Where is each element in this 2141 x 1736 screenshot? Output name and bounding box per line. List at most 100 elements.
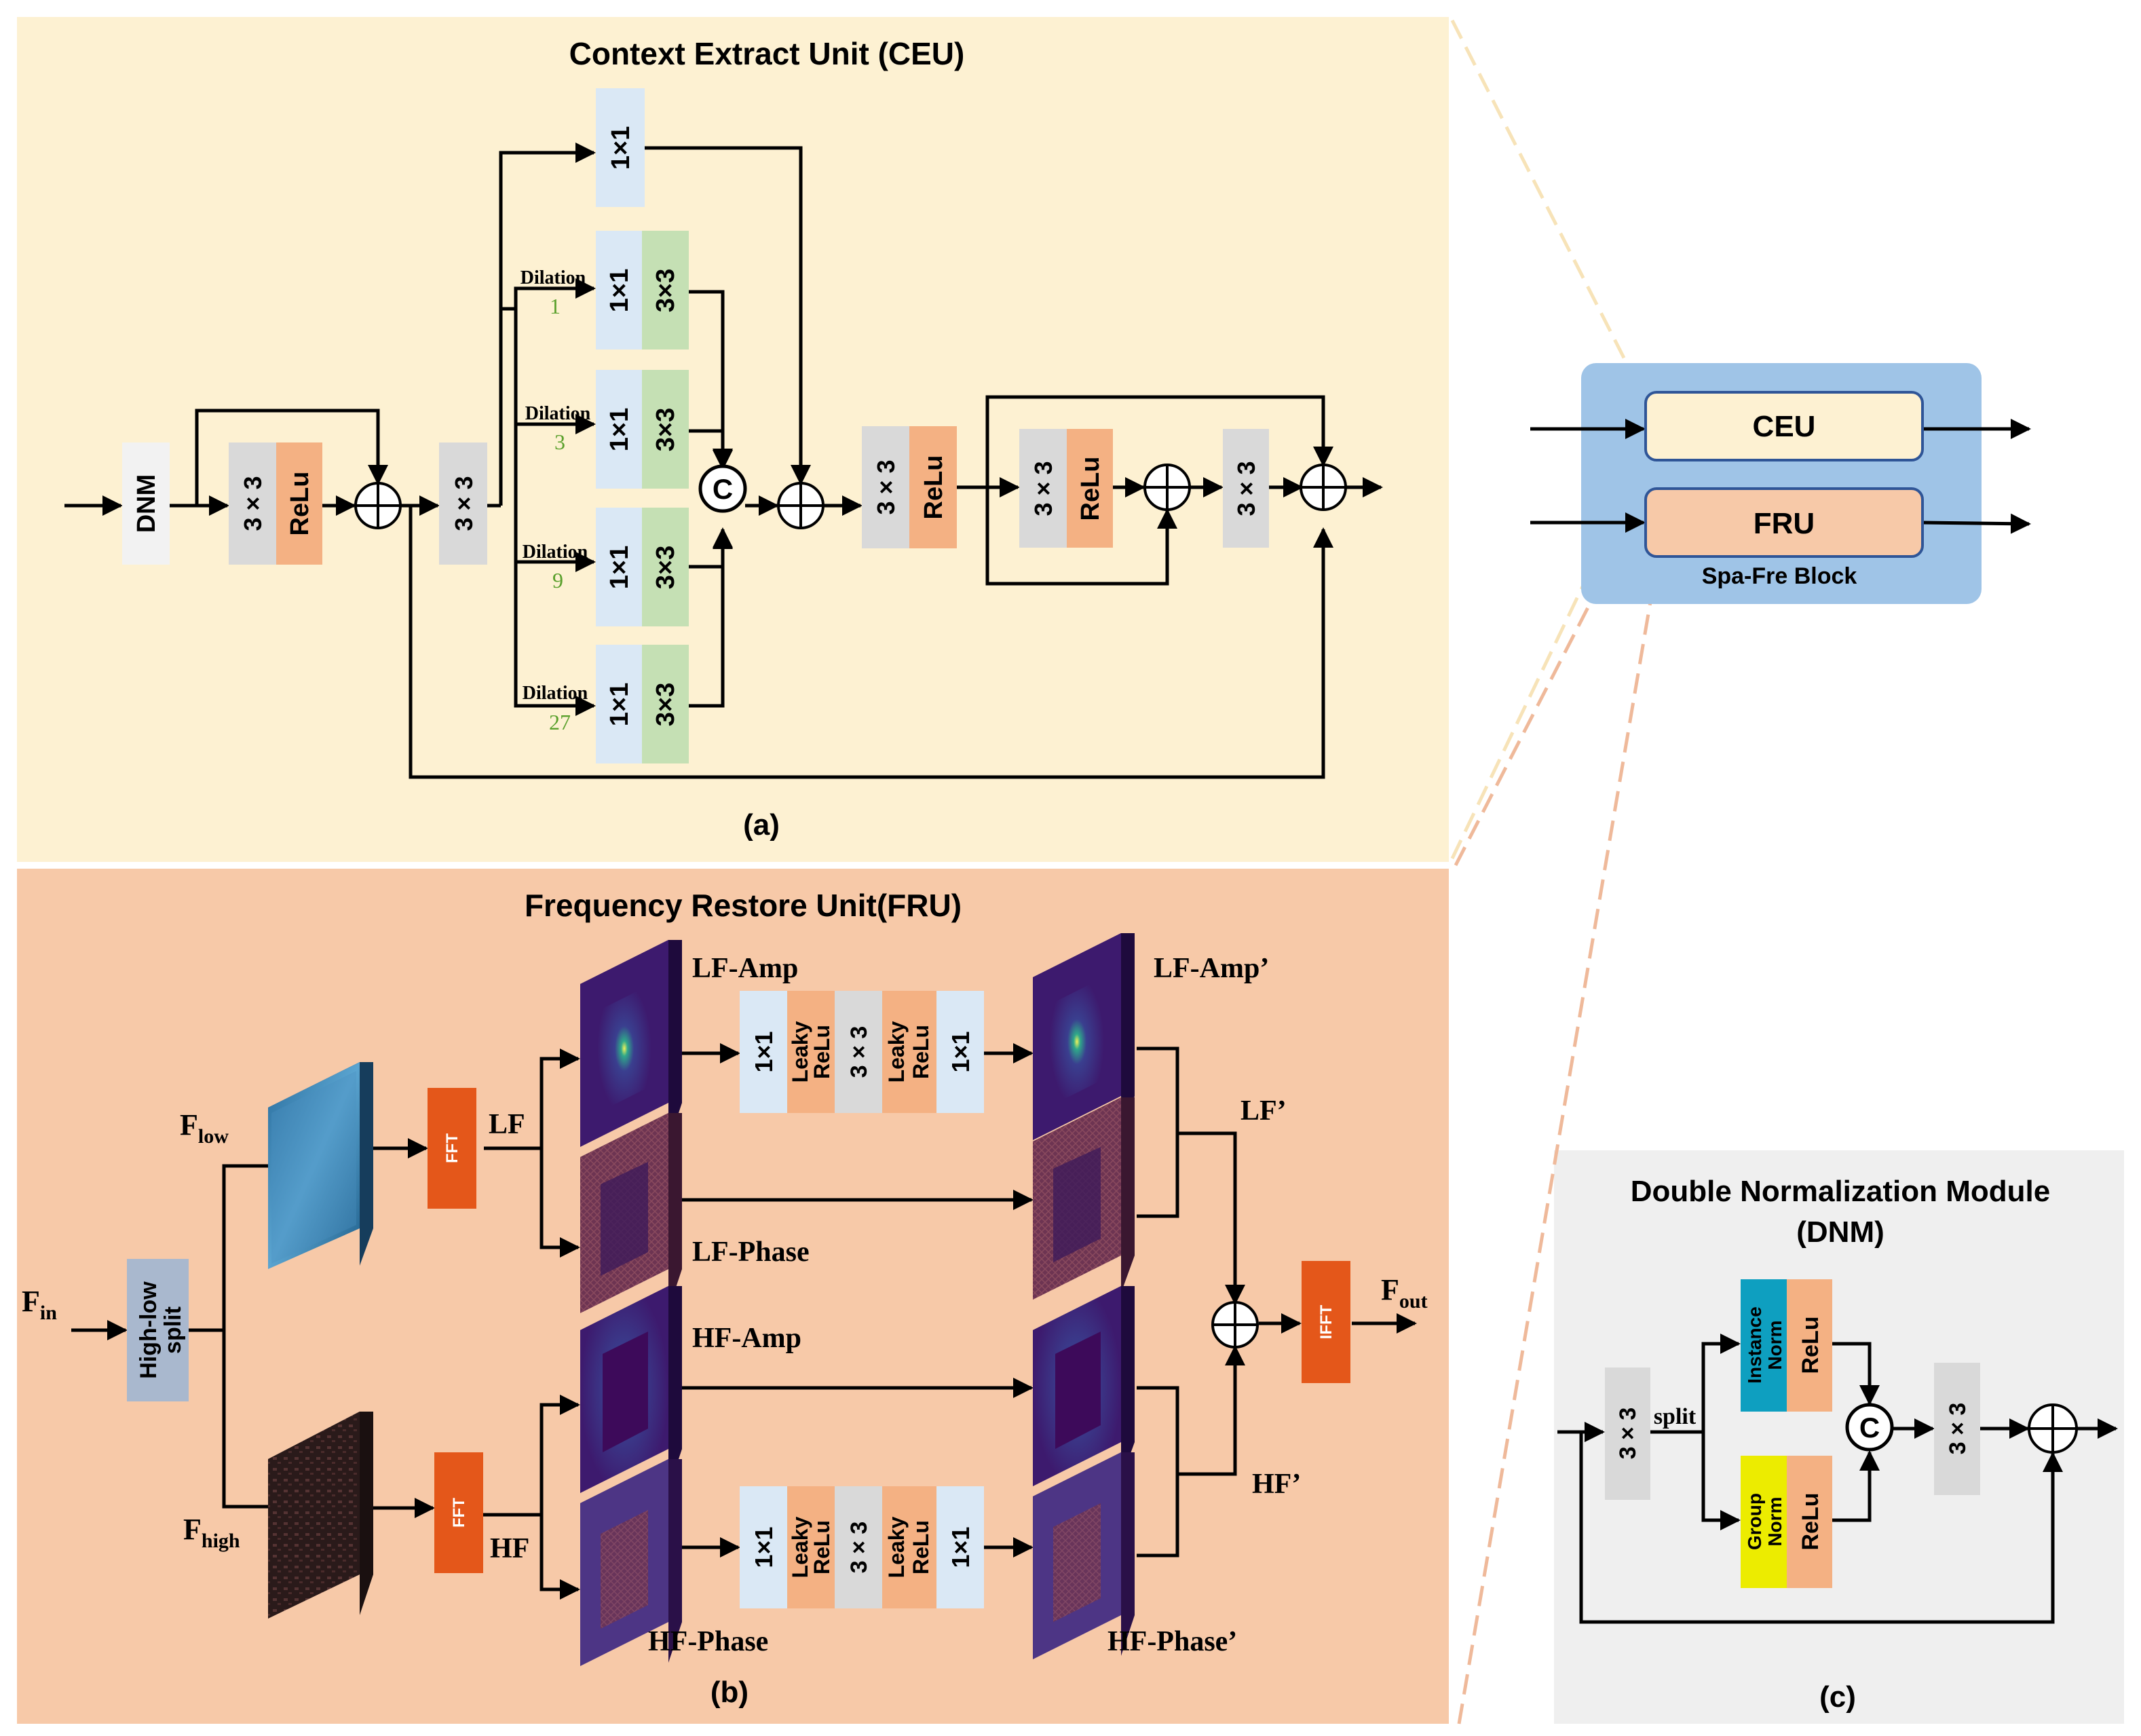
- zoom-connector-lines: [1450, 19, 1658, 1724]
- hf-amp-label: HF-Amp: [692, 1323, 801, 1354]
- f-in-label: Fin: [22, 1285, 57, 1324]
- lf-prime-label: LF’: [1240, 1095, 1287, 1127]
- dnm-block: [122, 442, 170, 565]
- lf-label: LF: [489, 1109, 525, 1140]
- split-label-line1: High-low: [136, 1281, 162, 1379]
- fft-block: [428, 1088, 476, 1209]
- panel-b-background: [17, 869, 1449, 1724]
- add-node: [777, 482, 825, 529]
- hf-phase-restored-map: [1033, 1452, 1135, 1659]
- concat-symbol: C: [1859, 1412, 1880, 1443]
- conv1x1-label: 1×1: [947, 1526, 974, 1568]
- f-out-label: Fout: [1381, 1273, 1428, 1313]
- conv3x3-label: 3 × 3: [1615, 1408, 1641, 1460]
- dilation-label: Dilation: [525, 403, 591, 424]
- ceu-connections: [64, 143, 1383, 779]
- leaky-label: Leaky: [788, 1021, 812, 1082]
- dilation-rate: 1: [550, 294, 561, 318]
- panel-b-caption: (b): [710, 1676, 749, 1709]
- concat-symbol: C: [713, 473, 733, 505]
- lf-phase-map: [580, 1113, 682, 1313]
- fft-label: FFT: [443, 1133, 461, 1163]
- dnm-block-label: DNM: [132, 474, 161, 533]
- conv3x3-block: [439, 442, 487, 565]
- conv3x3-label: 3 × 3: [1029, 461, 1057, 516]
- add-node: [1143, 464, 1191, 511]
- ifft-label: IFFT: [1317, 1304, 1335, 1339]
- relu-label: ReLu: [1798, 1493, 1823, 1551]
- conv3x3-block: [862, 426, 909, 548]
- panel-c-title-line1: Double Normalization Module: [1631, 1175, 2050, 1208]
- relu-label: ReLu: [909, 1520, 933, 1574]
- hf-phase-processing-chain: 1×1 Leaky ReLu 3 × 3 Leaky ReLu 1×1: [740, 1486, 984, 1608]
- conv3x3-label: 3 × 3: [1232, 461, 1260, 516]
- spa-fre-connections: [1530, 419, 2031, 534]
- dilated-branch-1: 1×1 3×3 Dilation 1: [520, 231, 689, 350]
- relu-label: ReLu: [286, 472, 314, 536]
- conv1x1-label: 1×1: [605, 683, 634, 726]
- conv3x3-label: 3 × 3: [846, 1522, 872, 1574]
- dilated-branch-27: 1×1 3×3 Dilation 27: [523, 645, 689, 763]
- conv1x1-label: 1×1: [947, 1031, 974, 1072]
- high-frequency-feature-map: [268, 1412, 373, 1619]
- conv3x3-label: 3×3: [651, 408, 680, 451]
- relu-label: ReLu: [810, 1520, 834, 1574]
- instance-norm-branch: Instance Norm ReLu: [1741, 1279, 1832, 1412]
- conv1x1-label: 1×1: [605, 408, 634, 451]
- add-node: [1211, 1301, 1259, 1348]
- panel-a-title: Context Extract Unit (CEU): [569, 36, 965, 71]
- conv3x3-label: 3 × 3: [846, 1026, 872, 1078]
- ifft-block: [1302, 1261, 1350, 1383]
- lf-amp-label: LF-Amp: [692, 953, 798, 984]
- conv3x3-label: 3 × 3: [872, 459, 900, 514]
- lf-phase-restored-map: [1033, 1097, 1135, 1300]
- fru-connections: [71, 1043, 1417, 1600]
- fru-box-label: FRU: [1754, 507, 1815, 540]
- lf-phase-label: LF-Phase: [692, 1237, 810, 1268]
- panel-a-background: [17, 17, 1449, 862]
- hf-amplitude-restored-map: [1033, 1286, 1135, 1486]
- instance-label: Instance: [1744, 1306, 1765, 1384]
- dnm-connections: [1557, 1334, 2118, 1624]
- f-high-label: Fhigh: [183, 1513, 240, 1552]
- relu-label: ReLu: [920, 455, 948, 520]
- fft-block: [434, 1452, 483, 1573]
- conv3x3-label: 3×3: [651, 546, 680, 589]
- add-node: [2028, 1403, 2078, 1454]
- spa-fre-block-label: Spa-Fre Block: [1702, 563, 1857, 589]
- group-norm-branch: Group Norm ReLu: [1741, 1456, 1832, 1588]
- add-node: [1300, 464, 1347, 511]
- leaky-label: Leaky: [788, 1516, 812, 1578]
- conv3x3-label: 3×3: [651, 269, 680, 312]
- lf-amp-processing-chain: 1×1 Leaky ReLu 3 × 3 Leaky ReLu 1×1: [740, 991, 984, 1113]
- dilated-branch-3: 1×1 3×3 Dilation 3: [525, 370, 689, 489]
- f-low-label: Flow: [180, 1108, 229, 1148]
- conv3x3-block: [229, 442, 276, 565]
- dilation-rate: 3: [554, 430, 565, 454]
- leaky-label: Leaky: [884, 1021, 909, 1082]
- ceu-box: [1644, 391, 1924, 461]
- concat-node: C: [698, 464, 747, 513]
- split-label-line2: split: [160, 1306, 186, 1354]
- hf-phase-label: HF-Phase: [648, 1626, 768, 1657]
- dilation-label: Dilation: [520, 267, 586, 288]
- relu-block: [1067, 429, 1113, 548]
- add-node: [354, 482, 402, 529]
- concat-node: C: [1845, 1403, 1894, 1452]
- conv3x3-block: [1223, 429, 1269, 548]
- conv3x3-block: [1019, 429, 1067, 548]
- conv3x3-label: 3×3: [651, 683, 680, 726]
- conv3x3-label: 3 × 3: [239, 476, 267, 531]
- panel-c-caption: (c): [1819, 1680, 1856, 1714]
- dilation-label: Dilation: [523, 683, 588, 704]
- panel-b-title: Frequency Restore Unit(FRU): [525, 888, 962, 923]
- hf-phase-prime-label: HF-Phase’: [1107, 1626, 1237, 1657]
- conv1x1-label: 1×1: [605, 546, 634, 589]
- norm-label: Norm: [1764, 1496, 1785, 1546]
- relu-block: [276, 442, 322, 565]
- relu-label: ReLu: [909, 1025, 933, 1079]
- conv3x3-block: [1934, 1363, 1980, 1495]
- split-label: split: [1654, 1404, 1697, 1429]
- conv1x1-label: 1×1: [605, 269, 634, 312]
